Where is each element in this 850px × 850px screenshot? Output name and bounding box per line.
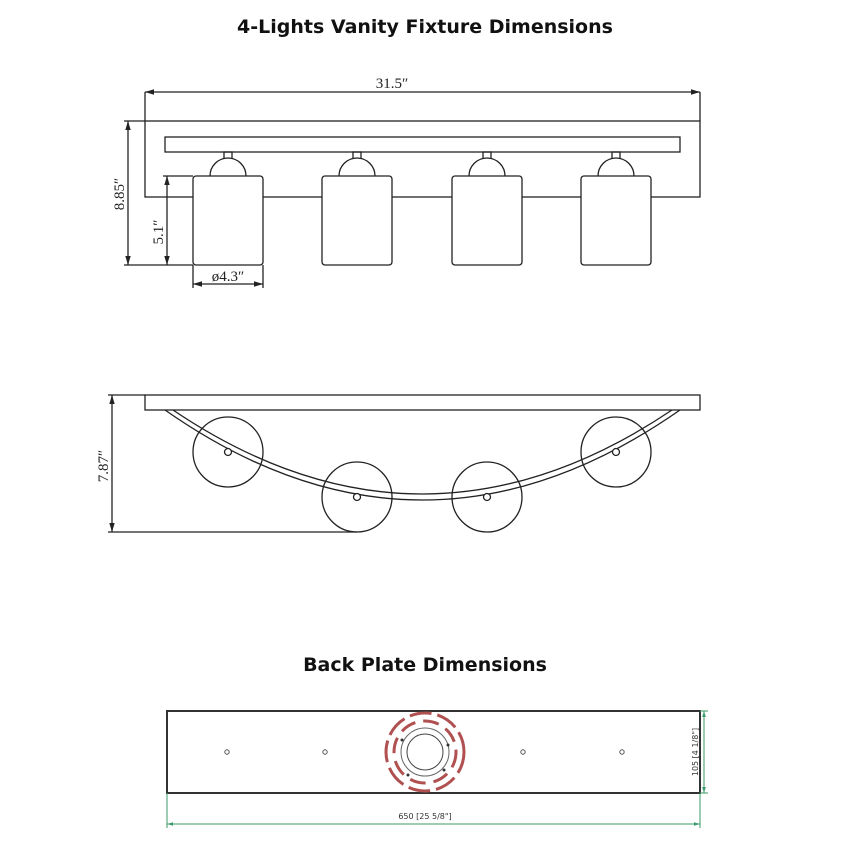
globe-1 [192, 416, 264, 488]
width-label: 31.5″ [376, 76, 409, 92]
back-plate-title: Back Plate Dimensions [303, 654, 547, 676]
plate-width-label: 650 [25 5/8"] [398, 812, 451, 821]
shade-3 [451, 151, 523, 266]
side-view [108, 394, 701, 533]
height-label: 8.85″ [112, 178, 128, 211]
back-plate [166, 710, 701, 794]
side-bar [144, 394, 701, 411]
mounting-holes [224, 749, 625, 755]
shade-diameter-label: ø4.3″ [212, 269, 245, 285]
shade-4 [580, 151, 652, 266]
shade-height-label: 5.1″ [151, 220, 167, 245]
back-plate-view [166, 710, 708, 828]
front-view [124, 89, 701, 288]
center-mount [384, 711, 466, 793]
curved-arm [164, 409, 681, 501]
shades [192, 151, 652, 266]
fixture-bar [164, 136, 681, 153]
depth-label: 7.87″ [96, 450, 112, 483]
shade-1 [192, 151, 264, 266]
globe-3 [451, 461, 523, 533]
globe-4 [580, 416, 652, 488]
main-title: 4-Lights Vanity Fixture Dimensions [237, 16, 613, 38]
shade-2 [321, 151, 393, 266]
plate-height-label: 105 [4 1/8"] [691, 728, 700, 776]
